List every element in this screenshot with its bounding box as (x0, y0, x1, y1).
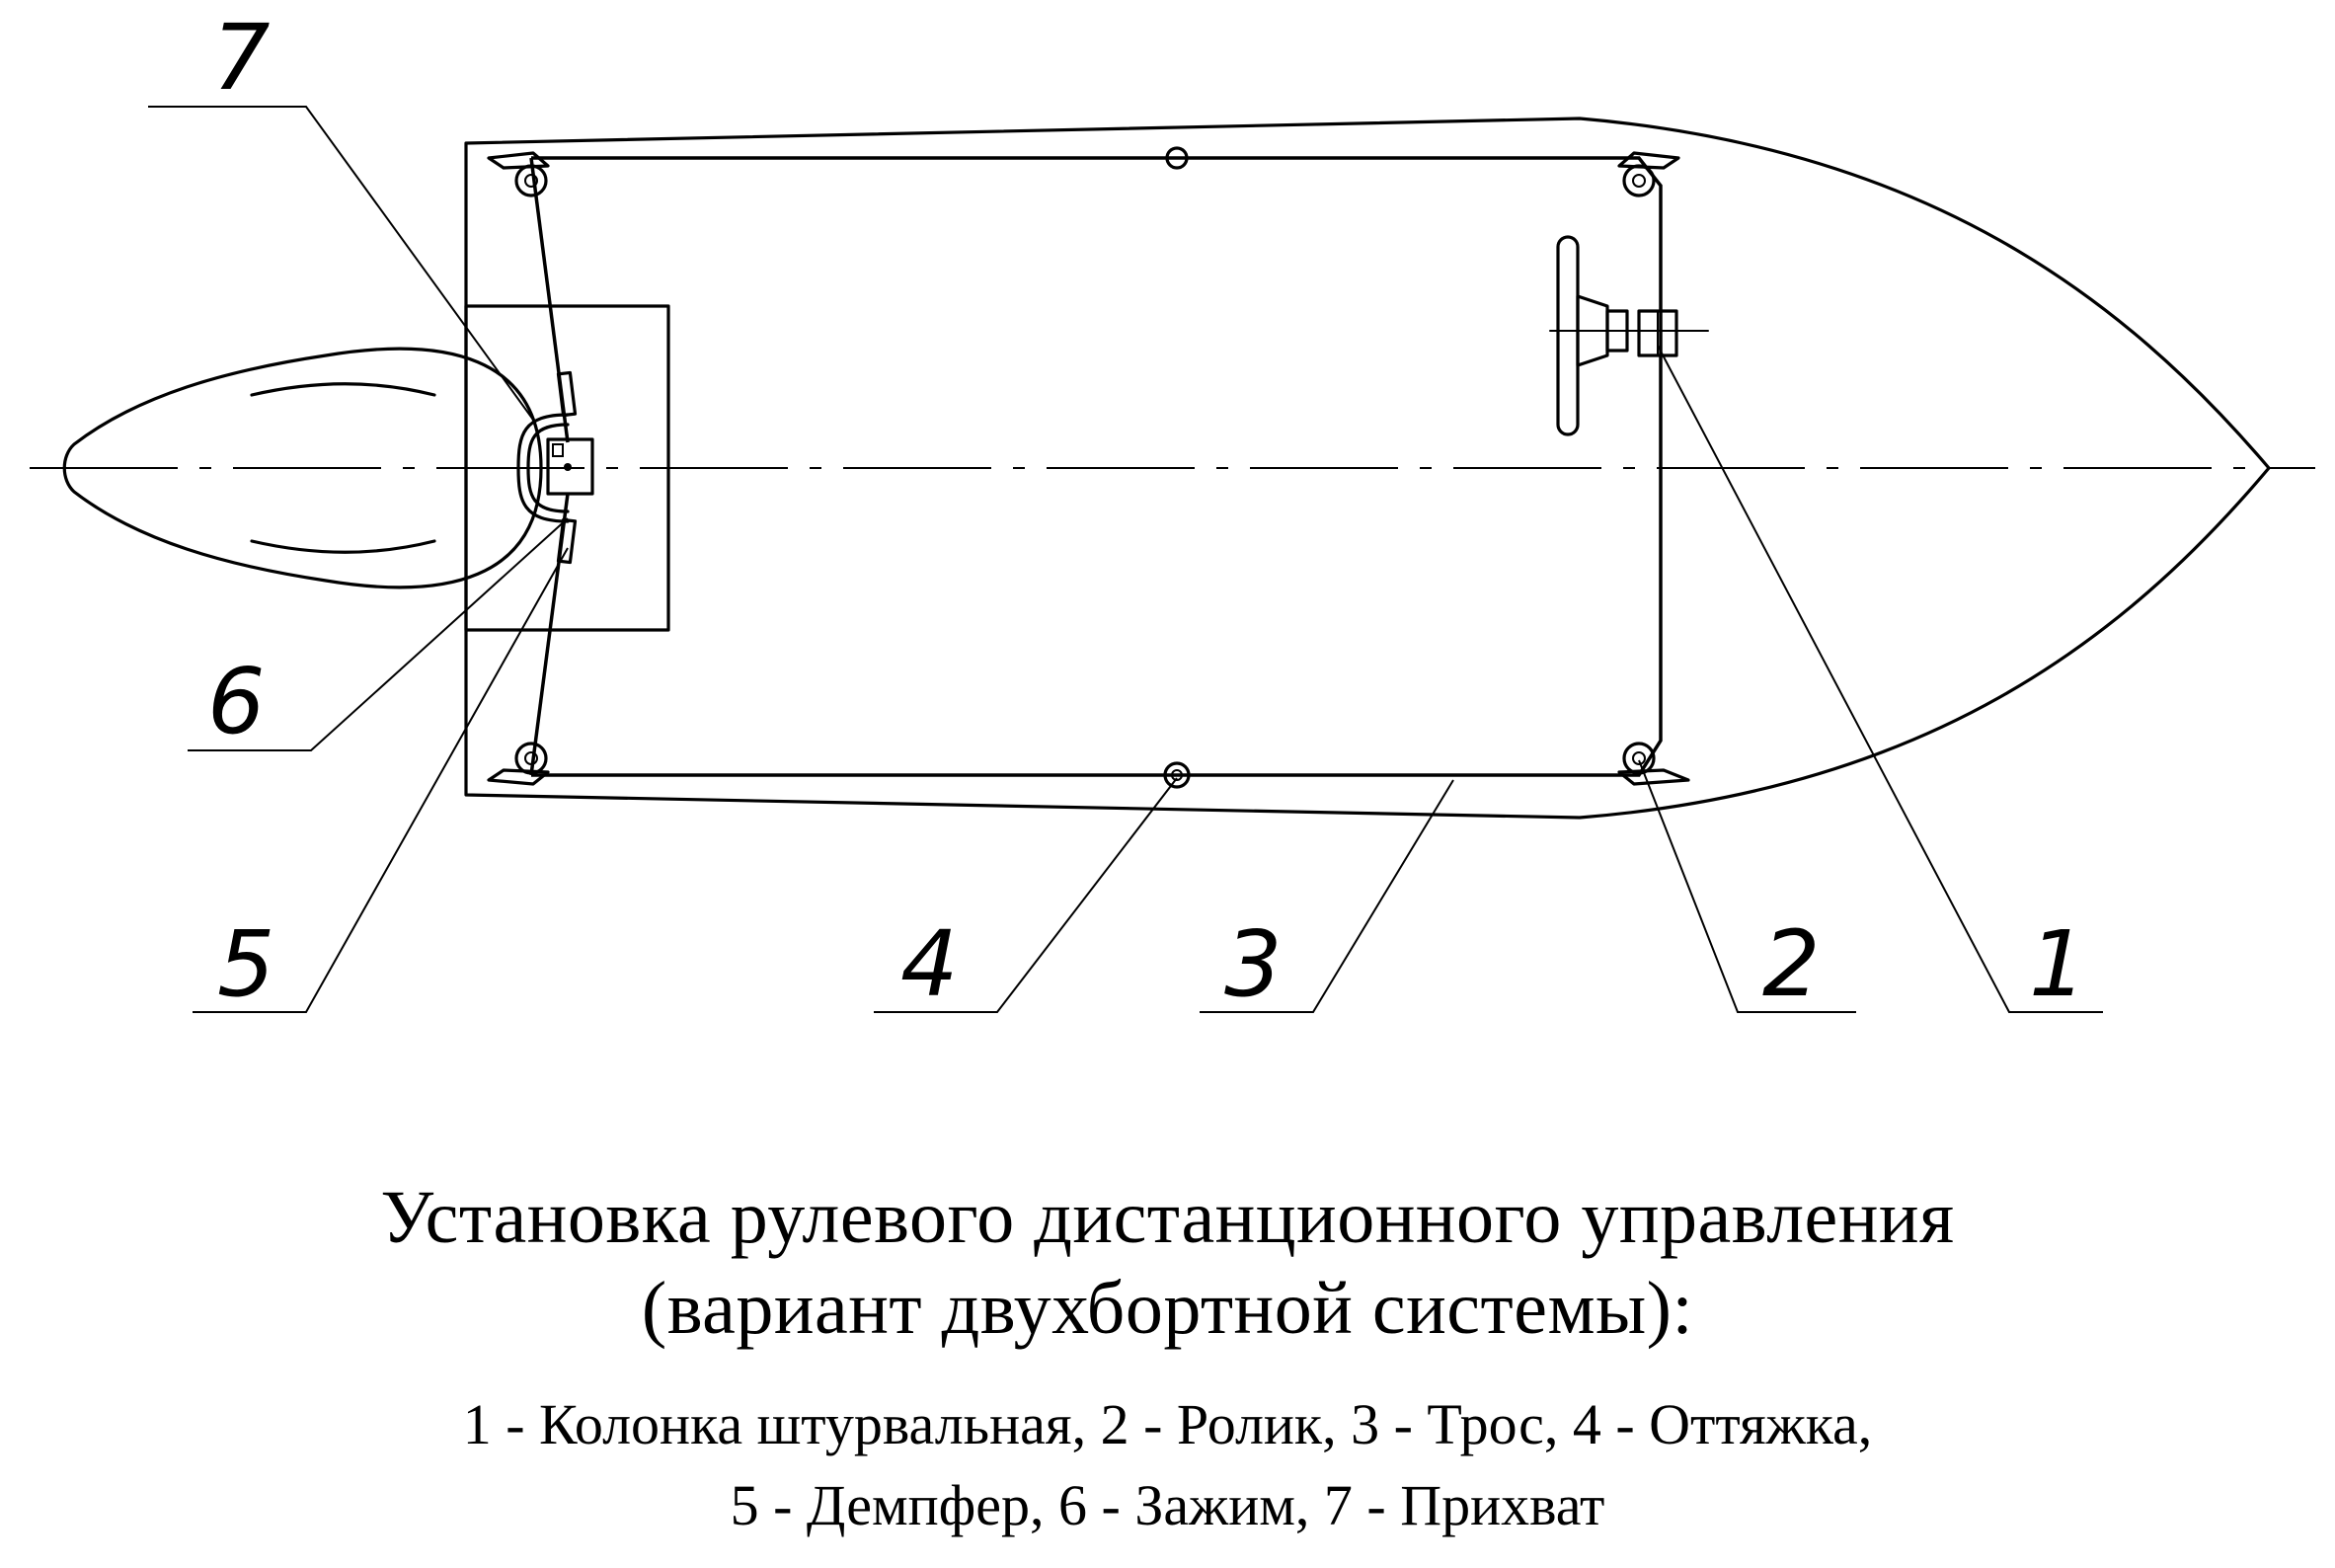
cable-loop (531, 156, 1663, 777)
callout-number-1: 1 (2029, 911, 2087, 1017)
roller-fwd-top (1617, 151, 1680, 197)
callout-number-3: 3 (1224, 911, 1283, 1017)
caption-title: Установка рулевого дистанционного управл… (380, 1176, 1955, 1259)
callout-number-5: 5 (217, 911, 275, 1017)
callout-number-4: 4 (900, 911, 959, 1017)
roller-aft-top (487, 151, 550, 197)
caption-legend-line-1: 1 - Колонка штурвальная, 2 - Ролик, 3 - … (462, 1392, 1873, 1456)
caption-subtitle: (вариант двухбортной системы): (641, 1267, 1694, 1350)
tension-stud-top (1165, 146, 1189, 170)
caption-legend-line-2: 5 - Демпфер, 6 - Зажим, 7 - Прихват (730, 1473, 1605, 1537)
callout-number-6: 6 (207, 649, 266, 754)
tension-stud-bottom (1163, 761, 1191, 789)
roller-fwd-bottom (1617, 742, 1690, 786)
steering-column (1549, 235, 1709, 436)
leader-lines (148, 106, 2103, 1013)
callout-number-7: 7 (212, 5, 271, 111)
callout-numbers: 7 6 5 4 3 2 1 (207, 5, 2087, 1017)
callout-number-2: 2 (1762, 911, 1821, 1017)
boat-hull-outline (464, 117, 2271, 820)
roller-aft-bottom (487, 742, 550, 786)
outboard-motor (62, 347, 570, 589)
tension-stud-bottom-inner (1171, 769, 1183, 781)
transom-plate (464, 304, 670, 632)
transom-linkage (529, 157, 594, 776)
